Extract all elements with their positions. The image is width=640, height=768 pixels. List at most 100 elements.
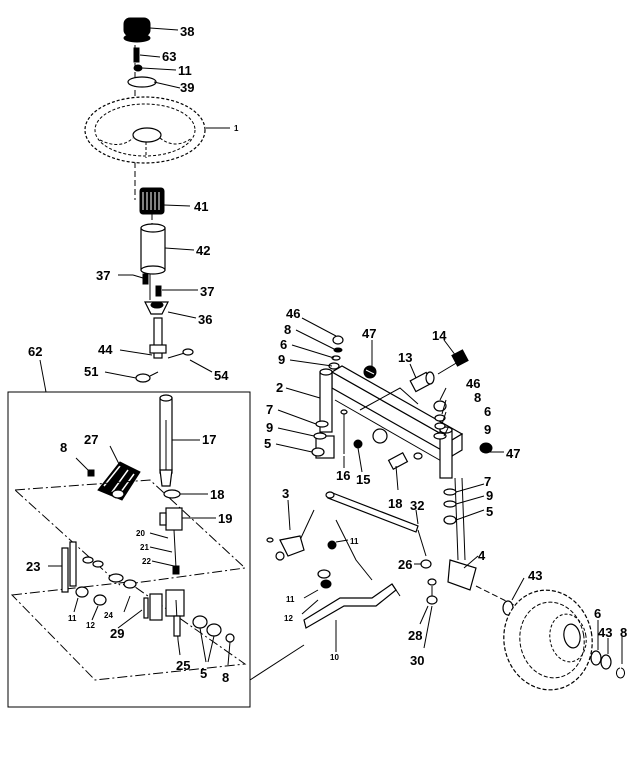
washers-11-12-box <box>73 586 107 621</box>
leader-28-30 <box>419 605 433 649</box>
label-36: 36 <box>198 312 212 327</box>
label-19: 19 <box>218 511 232 526</box>
pin-8-box-lower <box>225 633 235 666</box>
label-8-box-lower: 8 <box>222 670 229 685</box>
label-54: 54 <box>214 368 229 383</box>
label-2: 2 <box>276 380 283 395</box>
label-14: 14 <box>432 328 447 343</box>
nut-51 <box>135 371 159 383</box>
label-62: 62 <box>28 344 42 359</box>
stack-right-top <box>433 400 447 440</box>
pin-8-box <box>75 457 95 477</box>
washer-11 <box>133 64 143 72</box>
label-3: 3 <box>282 486 289 501</box>
label-11-lower: 11 <box>286 595 295 604</box>
label-8-left: 8 <box>284 322 291 337</box>
label-12-lower: 12 <box>284 614 293 623</box>
leader-lines-right <box>275 317 525 601</box>
leader-20 <box>149 532 169 539</box>
label-28: 28 <box>408 628 422 643</box>
insert-39 <box>127 76 157 88</box>
label-44: 44 <box>98 342 113 357</box>
pin-25 <box>173 599 181 656</box>
stack-right-bottom <box>443 488 457 525</box>
label-63: 63 <box>162 49 176 64</box>
axle-bracket <box>359 387 419 411</box>
plate-outline-upper <box>13 479 247 586</box>
label-32: 32 <box>410 498 424 513</box>
label-22: 22 <box>142 557 151 566</box>
label-37-left: 37 <box>96 268 110 283</box>
box-62 <box>7 359 251 708</box>
nut-15 <box>353 439 363 449</box>
label-6-left: 6 <box>280 337 287 352</box>
label-8-right: 8 <box>474 390 481 405</box>
label-21: 21 <box>140 543 149 552</box>
cap-38 <box>123 17 151 43</box>
plate-outline-lower <box>10 581 247 681</box>
washer-18-box <box>163 489 181 499</box>
nut-28 <box>426 578 438 605</box>
label-46-right: 46 <box>466 376 480 391</box>
shaft-17 <box>159 394 173 487</box>
label-27: 27 <box>84 432 98 447</box>
label-25: 25 <box>176 658 190 673</box>
label-9-right: 9 <box>486 488 493 503</box>
grease-fitting-47-right <box>479 442 493 454</box>
shaft-lower-box <box>172 529 180 575</box>
spacers-box <box>82 556 124 583</box>
outer-washers <box>590 620 625 679</box>
sleeve-42 <box>140 223 166 275</box>
label-9-left: 9 <box>266 420 273 435</box>
tie-rod-32 <box>325 491 427 557</box>
spindle-right <box>439 426 477 591</box>
leader-lines-box <box>109 439 216 519</box>
shaft-44 <box>149 317 167 359</box>
label-8-box: 8 <box>60 440 67 455</box>
label-41: 41 <box>194 199 208 214</box>
label-5-left: 5 <box>264 436 271 451</box>
bolt-16 <box>340 409 348 454</box>
label-5-right: 5 <box>486 504 493 519</box>
label-29: 29 <box>110 626 124 641</box>
label-37-right: 37 <box>200 284 214 299</box>
screw-63 <box>133 47 140 63</box>
bolt-37-left <box>132 273 149 285</box>
washer-11-upper <box>327 539 349 550</box>
label-16: 16 <box>336 468 350 483</box>
nut-26 <box>414 559 432 569</box>
box-connector <box>249 644 305 681</box>
part-labels: 38 63 11 39 1 41 42 37 37 36 44 54 51 62… <box>26 24 627 685</box>
label-17: 17 <box>202 432 216 447</box>
label-6-outer: 6 <box>594 606 601 621</box>
label-46-left: 46 <box>286 306 300 321</box>
label-11-upper: 11 <box>178 63 192 78</box>
label-30: 30 <box>410 653 424 668</box>
label-47-right: 47 <box>506 446 520 461</box>
label-20: 20 <box>136 529 145 538</box>
bushing-36 <box>144 301 169 315</box>
label-12-box: 12 <box>86 621 95 630</box>
drag-link-10 <box>303 519 401 652</box>
bolt-37-right <box>155 285 198 297</box>
label-47-left: 47 <box>362 326 376 341</box>
arm-29 <box>117 589 185 629</box>
bracket-19 <box>159 507 183 531</box>
steering-wheel-1 <box>84 96 206 164</box>
label-9-left-top: 9 <box>278 352 285 367</box>
label-4: 4 <box>478 548 486 563</box>
washers-5-box <box>192 615 222 663</box>
label-9-right-top: 9 <box>484 422 491 437</box>
label-24: 24 <box>104 611 113 620</box>
label-26: 26 <box>398 557 412 572</box>
arm-3 <box>266 509 315 561</box>
bolt-54 <box>167 348 194 359</box>
label-7-left: 7 <box>266 402 273 417</box>
label-7-right: 7 <box>484 474 491 489</box>
adapter-41 <box>139 187 165 215</box>
label-51: 51 <box>84 364 98 379</box>
label-8-outer: 8 <box>620 625 627 640</box>
bolt-14 <box>437 349 469 375</box>
leader-21 <box>149 546 173 553</box>
